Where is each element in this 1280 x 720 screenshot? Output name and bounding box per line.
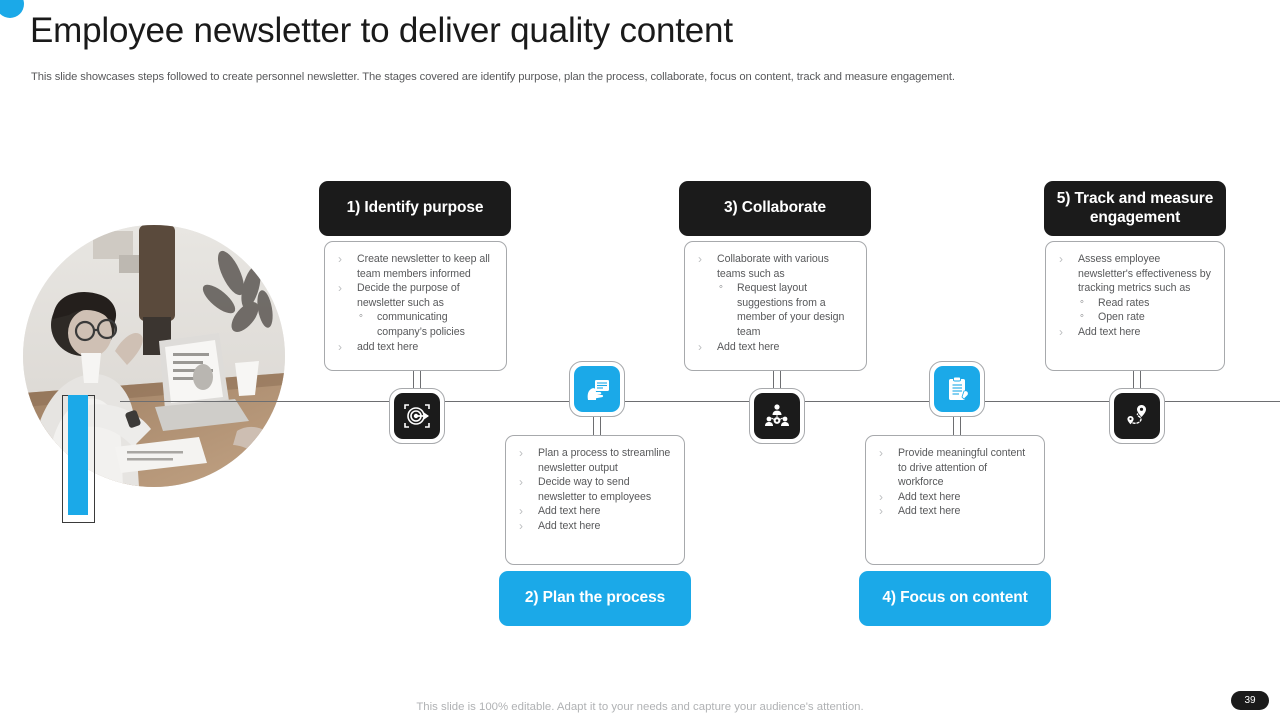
list-item: Collaborate with various teams such as R… <box>695 251 854 340</box>
list-item: Provide meaningful content to drive atte… <box>876 445 1032 490</box>
step-1-badge[interactable] <box>389 388 445 444</box>
sub-list-item: communicating company’s policies <box>357 309 494 339</box>
timeline-spine <box>120 401 1280 402</box>
list-item: Decide way to send newsletter to employe… <box>516 474 672 504</box>
list-item: Create newsletter to keep all team membe… <box>335 251 494 281</box>
list-item: Add text here <box>695 339 854 355</box>
photo-circle <box>23 225 285 487</box>
step-5-title[interactable]: 5) Track and measure engagement <box>1044 181 1226 236</box>
sub-list-item: Request layout suggestions from a member… <box>717 280 854 339</box>
list-item: Plan a process to streamline newsletter … <box>516 445 672 475</box>
list-item: Decide the purpose of newsletter such as… <box>335 280 494 339</box>
step-1-title[interactable]: 1) Identify purpose <box>319 181 511 236</box>
decorative-corner-dot <box>0 0 24 18</box>
page-number-badge: 39 <box>1231 691 1269 710</box>
page-title: Employee newsletter to deliver quality c… <box>30 11 733 50</box>
step-5-badge[interactable] <box>1109 388 1165 444</box>
list-item: Add text here <box>516 503 672 519</box>
list-item: Add text here <box>876 489 1032 505</box>
step-3-bullets: Collaborate with various teams such as R… <box>695 251 854 355</box>
step-4-bullets: Provide meaningful content to drive atte… <box>876 445 1032 520</box>
step-4-connector <box>953 417 961 435</box>
step-5-connector <box>1133 371 1141 388</box>
step-5-bullets: Assess employee newsletter's effectivene… <box>1056 251 1212 340</box>
step-2-card: Plan a process to streamline newsletter … <box>505 435 685 565</box>
step-3-title[interactable]: 3) Collaborate <box>679 181 871 236</box>
hand-newsletter-icon <box>574 366 620 412</box>
photo-accent-bar <box>68 395 88 515</box>
step-2-connector <box>593 417 601 435</box>
list-item: add text here <box>335 339 494 355</box>
step-2-title[interactable]: 2) Plan the process <box>499 571 691 626</box>
page-subtitle: This slide showcases steps followed to c… <box>31 71 955 83</box>
footer-note: This slide is 100% editable. Adapt it to… <box>416 701 864 713</box>
step-3-badge[interactable] <box>749 388 805 444</box>
step-1-connector <box>413 371 421 388</box>
step-3-connector <box>773 371 781 388</box>
sub-list-item: Read rates <box>1078 295 1212 311</box>
target-icon <box>394 393 440 439</box>
step-2-badge[interactable] <box>569 361 625 417</box>
step-4-card: Provide meaningful content to drive atte… <box>865 435 1045 565</box>
step-1-bullets: Create newsletter to keep all team membe… <box>335 251 494 355</box>
step-4-title[interactable]: 4) Focus on content <box>859 571 1051 626</box>
step-4-badge[interactable] <box>929 361 985 417</box>
list-item: Assess employee newsletter's effectivene… <box>1056 251 1212 325</box>
route-map-pin-icon <box>1114 393 1160 439</box>
list-item: Add text here <box>1056 324 1212 340</box>
clipboard-checklist-icon <box>934 366 980 412</box>
step-3-card: Collaborate with various teams such as R… <box>684 241 867 371</box>
sub-list-item: Open rate <box>1078 309 1212 325</box>
step-5-card: Assess employee newsletter's effectivene… <box>1045 241 1225 371</box>
team-hierarchy-icon <box>754 393 800 439</box>
hero-photo <box>23 225 285 523</box>
step-2-bullets: Plan a process to streamline newsletter … <box>516 445 672 534</box>
list-item: Add text here <box>876 503 1032 519</box>
list-item: Add text here <box>516 518 672 534</box>
step-1-card: Create newsletter to keep all team membe… <box>324 241 507 371</box>
